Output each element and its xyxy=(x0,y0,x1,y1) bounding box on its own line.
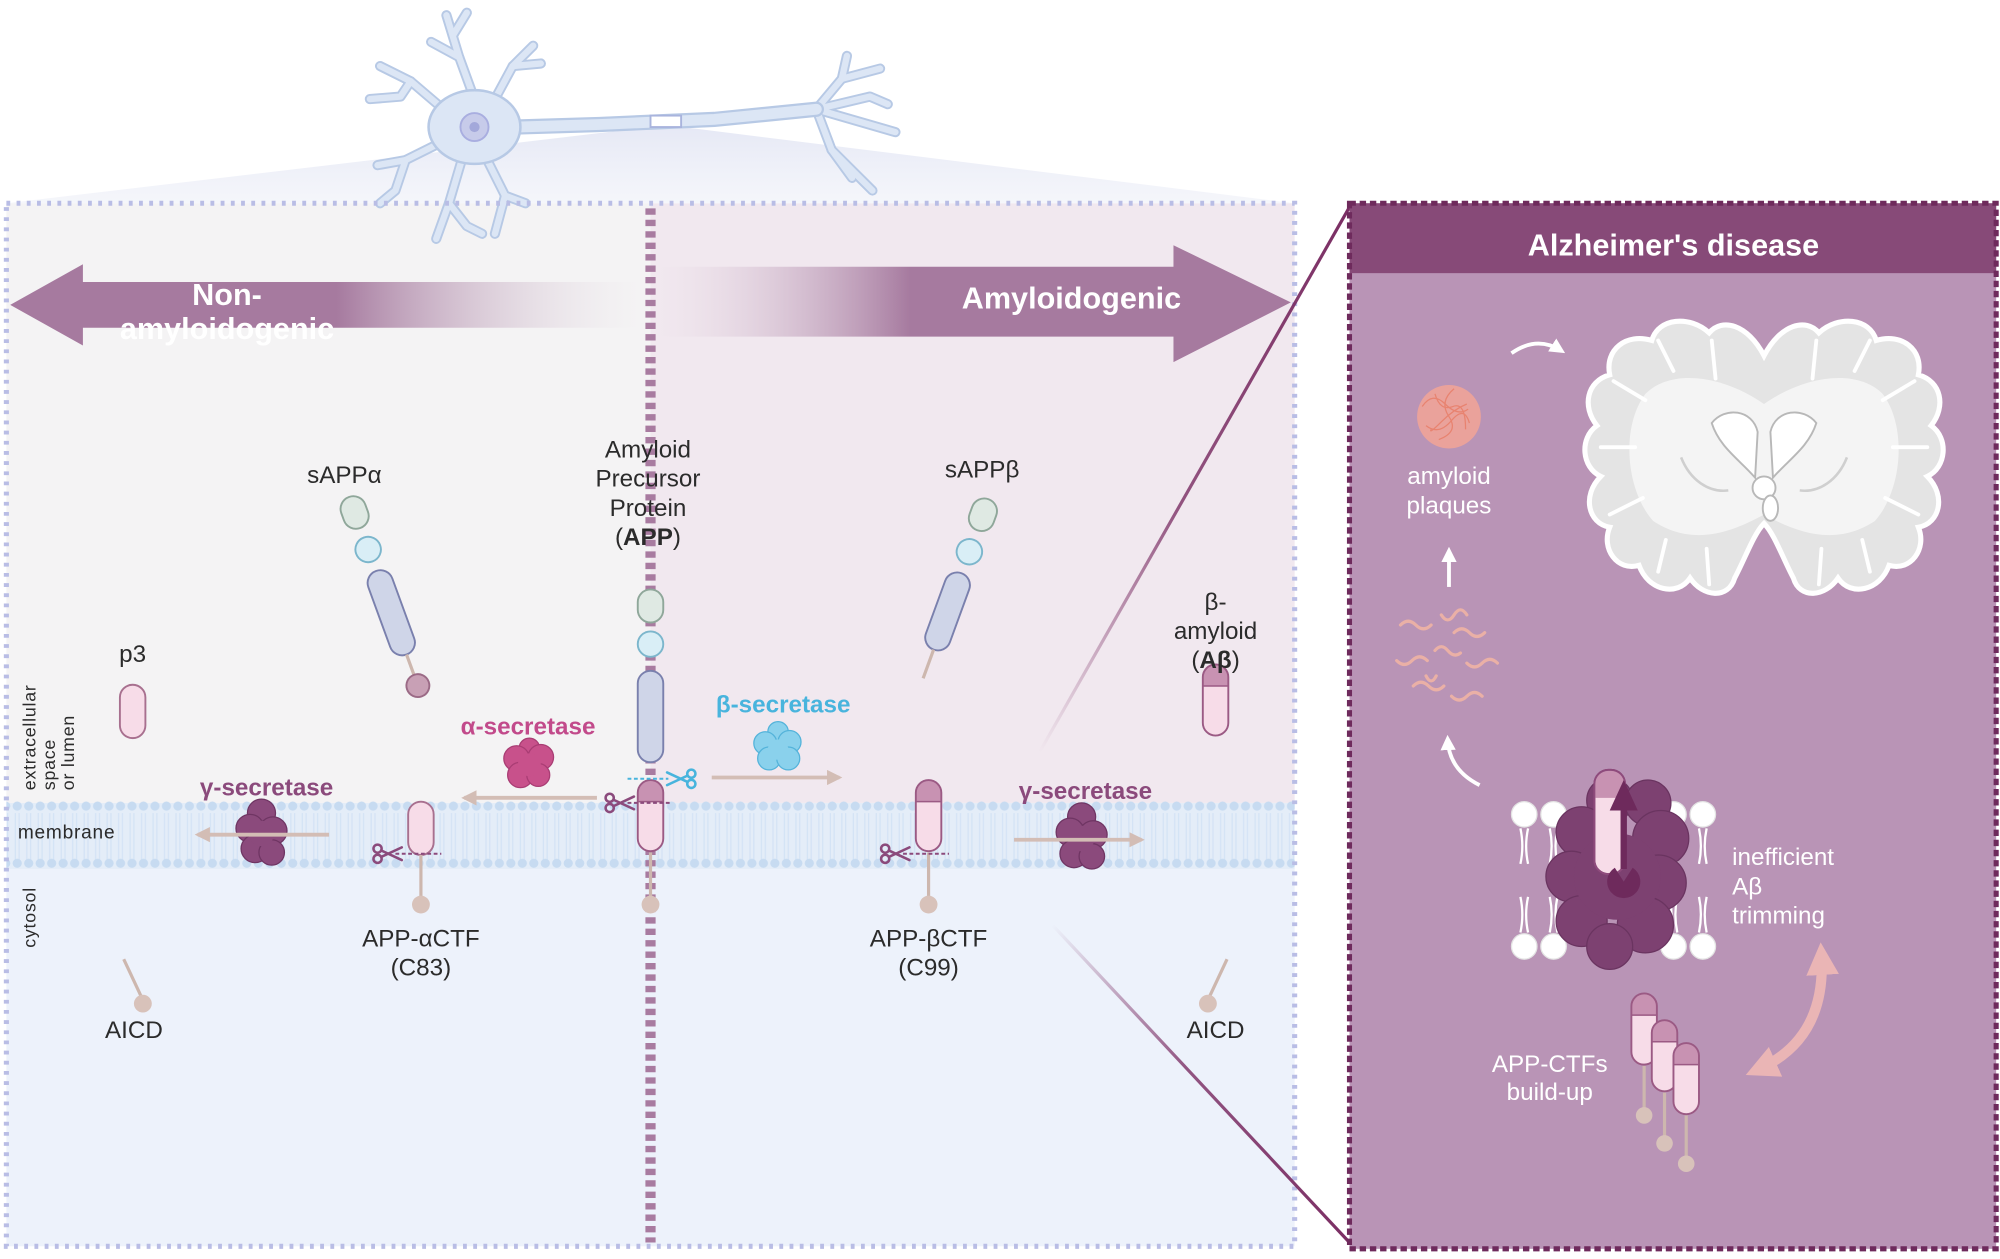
abeta-abbr-label: (Aβ) xyxy=(1191,647,1239,674)
p3-label: p3 xyxy=(119,641,146,668)
app-abbr-label: (APP) xyxy=(615,524,681,551)
zoom-connector-bottom xyxy=(1051,923,1351,1244)
sappb-fragment xyxy=(921,497,998,679)
app-ctfs-buildup xyxy=(1630,992,1700,1172)
amyloid-fibrils-icon xyxy=(1395,608,1500,702)
app-protein xyxy=(636,588,665,914)
amyloid-plaque-icon xyxy=(1417,384,1481,449)
main-panel-border xyxy=(3,200,1298,1249)
app-alpha-ctf xyxy=(407,800,435,914)
amyloid-plaques-label-line1: amyloid xyxy=(1407,463,1490,490)
zoom-region-box xyxy=(649,114,683,128)
extracellular-label-line1: extracellular xyxy=(20,684,40,790)
active-site xyxy=(1607,867,1641,899)
app-alpha-ctf-label: APP-αCTF xyxy=(362,926,480,953)
amyloidogenic-label: Amyloidogenic xyxy=(962,282,1181,316)
sappb-label: sAPPβ xyxy=(945,457,1020,484)
left-ventricle xyxy=(1710,411,1759,481)
amyloidogenic-arrow: Amyloidogenic xyxy=(656,245,1291,363)
inefficient-trimming-label-line2: Aβ xyxy=(1732,873,1762,900)
c99-label: (C99) xyxy=(898,955,959,982)
brain-coronal-section-icon xyxy=(1582,318,1946,596)
gamma-secretase-label-right: γ-secretase xyxy=(1019,778,1152,805)
non-amyloidogenic-label-line1: Non- xyxy=(192,278,262,312)
fibril-formation-arrow xyxy=(1440,734,1481,787)
app-label-line1: Amyloid xyxy=(605,436,691,463)
extracellular-label-line3: or lumen xyxy=(58,715,78,790)
beta-secretase-icon xyxy=(753,720,802,771)
right-ventricle xyxy=(1769,411,1818,481)
non-amyloidogenic-label-line2: amyloidogenic xyxy=(120,312,334,346)
gamma-secretase-label-left: γ-secretase xyxy=(200,774,333,801)
aicd-fragment-right xyxy=(1198,958,1229,1013)
p3-fragment xyxy=(118,683,147,740)
app-ctfs-buildup-label-line1: APP-CTFs xyxy=(1492,1051,1608,1078)
membrane-label: membrane xyxy=(18,823,116,844)
abeta-in-gamma-secretase xyxy=(1593,768,1641,899)
beta-secretase-label: β-secretase xyxy=(716,692,851,719)
app-beta-ctf xyxy=(914,779,943,914)
zoom-beam xyxy=(6,127,1295,204)
app-beta-ctf-label: APP-βCTF xyxy=(870,926,988,953)
inefficient-trimming-label-line1: inefficient xyxy=(1732,844,1834,871)
aicd-label-right: AICD xyxy=(1187,1017,1245,1044)
alpha-secretase-label: α-secretase xyxy=(461,713,596,740)
inefficient-trimming-label-line3: trimming xyxy=(1732,903,1825,930)
app-label-line2: Precursor xyxy=(595,466,700,493)
extracellular-label-line2: space xyxy=(39,739,59,790)
abeta-fragment xyxy=(1201,663,1230,737)
c83-label: (C83) xyxy=(391,955,452,982)
progression-arrow-top xyxy=(1510,338,1566,355)
abeta-label-line2: amyloid xyxy=(1174,618,1257,645)
sappa-label: sAPPα xyxy=(307,462,382,489)
aicd-label-left: AICD xyxy=(105,1017,163,1044)
amyloid-plaques-label-line2: plaques xyxy=(1407,492,1492,519)
non-amyloidogenic-arrow: Non- amyloidogenic xyxy=(10,264,638,346)
neuron-icon xyxy=(370,13,896,239)
cytosol-label: cytosol xyxy=(20,887,40,948)
aicd-fragment-left xyxy=(122,958,152,1013)
feedback-double-arrow xyxy=(1745,942,1839,1077)
alzheimers-title: Alzheimer's disease xyxy=(1528,228,1819,262)
sappa-fragment xyxy=(339,495,431,698)
app-ctfs-buildup-label-line2: build-up xyxy=(1507,1079,1593,1106)
app-label-line3: Protein xyxy=(610,495,687,522)
alzheimers-header xyxy=(1349,203,1997,274)
secretase-enzyme-icon xyxy=(503,737,555,789)
abeta-label-line1: β- xyxy=(1205,589,1227,616)
zoom-connector-top xyxy=(1038,206,1351,753)
